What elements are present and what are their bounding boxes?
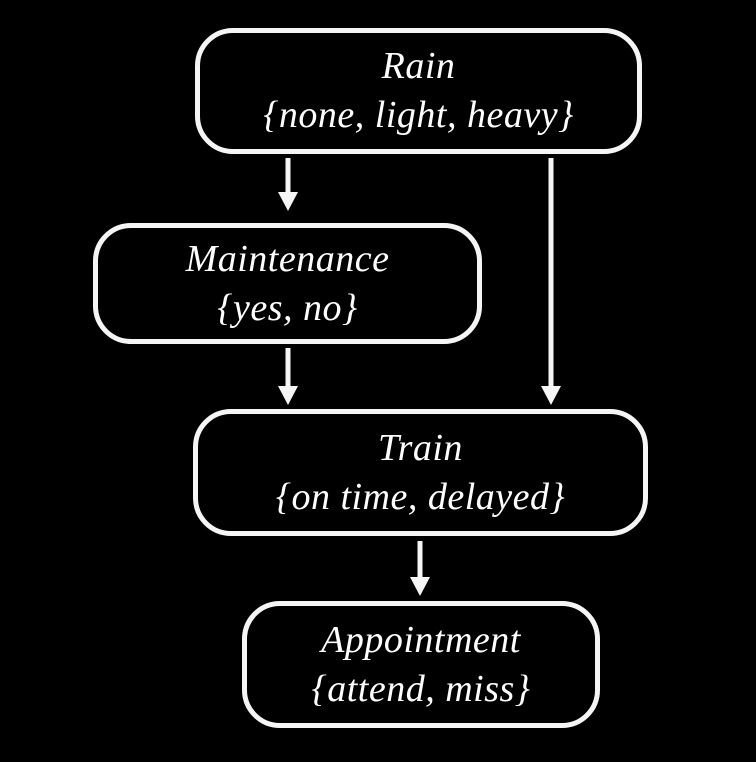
node-appointment-label: Appointment <box>321 618 521 661</box>
node-rain: Rain {none, light, heavy} <box>195 28 642 154</box>
node-maintenance-domain: {yes, no} <box>217 286 358 329</box>
node-train-domain: {on time, delayed} <box>275 475 566 518</box>
node-maintenance: Maintenance {yes, no} <box>93 223 482 344</box>
node-appointment: Appointment {attend, miss} <box>242 601 600 728</box>
node-rain-label: Rain <box>381 45 456 88</box>
node-train: Train {on time, delayed} <box>193 409 648 536</box>
node-rain-domain: {none, light, heavy} <box>263 94 574 136</box>
node-train-label: Train <box>378 426 463 469</box>
node-appointment-domain: {attend, miss} <box>311 667 531 710</box>
node-maintenance-label: Maintenance <box>185 237 390 280</box>
